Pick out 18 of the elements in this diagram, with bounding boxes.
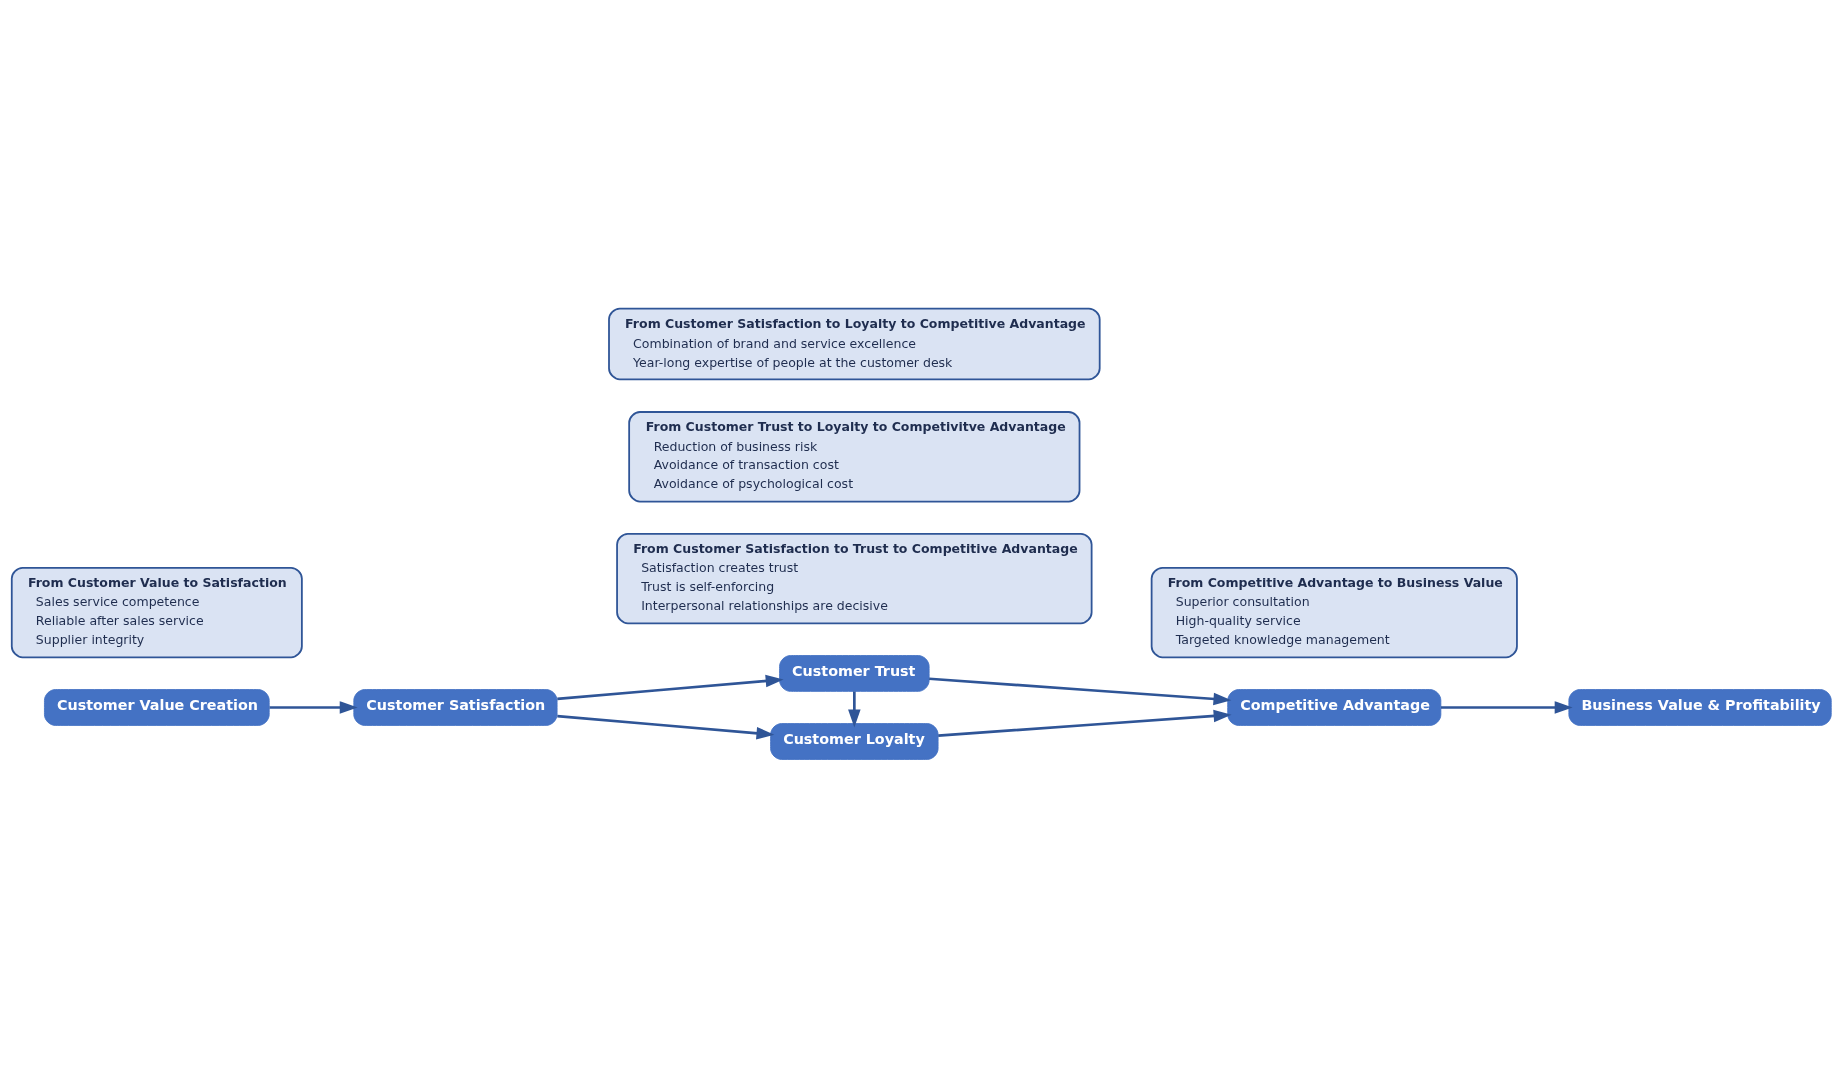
node-box: Customer Satisfaction	[353, 688, 558, 726]
arrow	[929, 676, 1232, 705]
node-box: Customer Loyalty	[770, 722, 939, 760]
node-box: Customer Value Creation	[44, 688, 270, 726]
node-box: From Customer Satisfaction to Trust to Competitive Advantage Satisfaction creates trust Trust is self-enforcing Interpersonal relationships are decisive	[616, 532, 1093, 624]
node-box: From Customer Satisfaction to Loyalty to Competitive Advantage Combination of brand and service excellence Year-long expertise of people at the customer desk	[608, 307, 1101, 380]
node-box: From Customer Trust to Loyalty to Competivitve Advantage Reduction of business risk Avoidance of transaction cost Avoidance of psychological cost	[628, 410, 1081, 502]
arrow	[938, 709, 1232, 737]
arrow	[557, 714, 775, 739]
node-box: Competitive Advantage	[1227, 688, 1442, 726]
arrow	[269, 700, 358, 714]
arrow	[557, 674, 784, 700]
node-box: From Competitive Advantage to Business Value Superior consultation High-quality service Targeted knowledge management	[1150, 566, 1518, 658]
node-box: From Customer Value to Satisfaction Sales service competence Reliable after sales service Supplier integrity	[10, 566, 303, 658]
arrow	[848, 690, 861, 727]
arrow	[1440, 700, 1573, 714]
node-box: Customer Trust	[779, 654, 930, 692]
node-box: Business Value & Profitability	[1568, 688, 1832, 726]
